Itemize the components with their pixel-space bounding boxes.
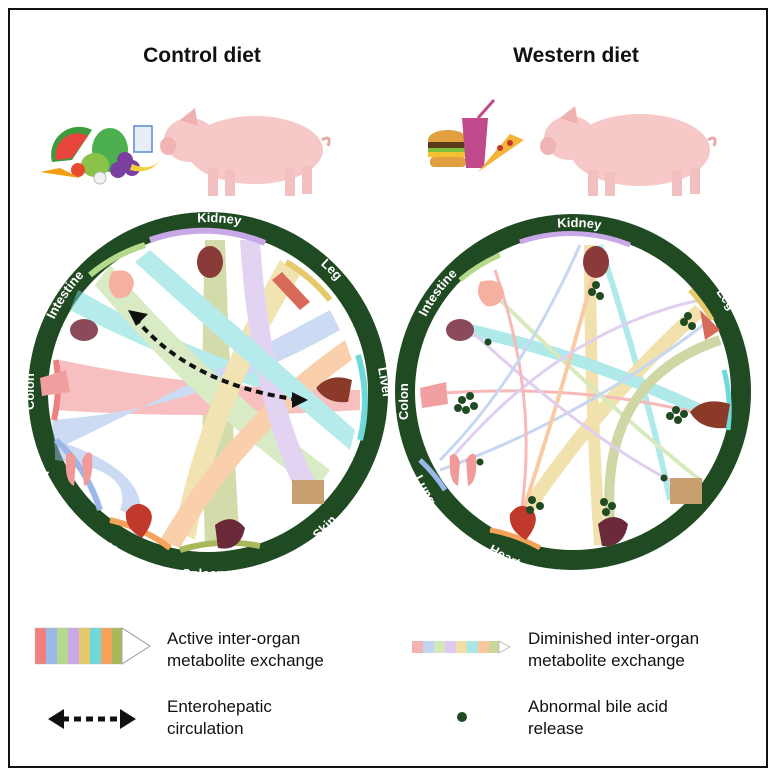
skin-icon xyxy=(292,480,324,504)
brain-icon xyxy=(446,319,474,341)
label-kidney-right: Kidney xyxy=(557,215,603,232)
heart-icon xyxy=(125,503,152,538)
label-liver-right: Liver xyxy=(749,400,769,433)
label-spleen-right: Spleen xyxy=(598,566,641,581)
kidney-icon xyxy=(583,246,609,278)
western-chord-diagram: Intestine Kidney Leg Head Colon Lung Hea… xyxy=(395,214,769,581)
svg-text:Kidney: Kidney xyxy=(557,215,603,232)
legend-diminished-text: Diminished inter-organ metabolite exchan… xyxy=(528,629,700,670)
colon-icon xyxy=(420,382,448,408)
intestine-icon xyxy=(108,270,134,299)
intestine-icon xyxy=(478,280,504,307)
legend-diminished-ribbon-swatch xyxy=(412,640,512,654)
liver-icon xyxy=(690,401,730,429)
organ-arc-segments-right xyxy=(418,231,732,551)
legend-active-ribbon-swatch xyxy=(34,627,151,665)
enterohepatic-arrow xyxy=(133,316,301,402)
label-kidney-left: Kidney xyxy=(197,210,243,228)
diminished-ribbons xyxy=(419,244,726,546)
liver-icon xyxy=(316,377,352,403)
legend-enterohepatic-arrow xyxy=(48,709,136,729)
heart-icon xyxy=(509,505,536,540)
active-ribbons xyxy=(52,240,360,548)
skin-icon xyxy=(670,478,702,504)
legend-bile-acid-text: Abnormal bile acid release xyxy=(528,697,668,738)
colon-icon xyxy=(40,370,70,396)
label-spleen-left: Spleen xyxy=(182,566,225,581)
pig-illustration-right xyxy=(540,106,717,196)
control-diet-title: Control diet xyxy=(143,44,261,67)
legend-bile-acid-dot xyxy=(457,712,467,722)
healthy-food-icon xyxy=(40,125,160,185)
spleen-icon xyxy=(215,519,245,549)
brain-icon xyxy=(70,319,98,341)
western-diet-title: Western diet xyxy=(513,44,639,67)
lung-icon xyxy=(449,453,477,486)
pig-illustration-left xyxy=(160,108,331,196)
control-chord-diagram: Intestine Kidney Leg Head Colon Lung Hea… xyxy=(22,210,395,581)
kidney-icon xyxy=(197,246,223,278)
legend-active-text: Active inter-organ metabolite exchange xyxy=(167,629,324,670)
label-colon-left: Colon xyxy=(22,373,37,410)
bile-acid-dots xyxy=(454,281,696,516)
label-liver-left: Liver xyxy=(375,366,395,399)
leg-muscle-icon xyxy=(272,272,310,310)
western-food-icon xyxy=(428,99,524,172)
spleen-icon xyxy=(598,517,628,547)
svg-text:Kidney: Kidney xyxy=(197,210,243,228)
label-colon-right: Colon xyxy=(396,383,411,420)
leg-muscle-icon xyxy=(700,310,720,340)
legend-enterohepatic-text: Enterohepatic circulation xyxy=(167,697,272,738)
lung-icon xyxy=(65,452,93,486)
